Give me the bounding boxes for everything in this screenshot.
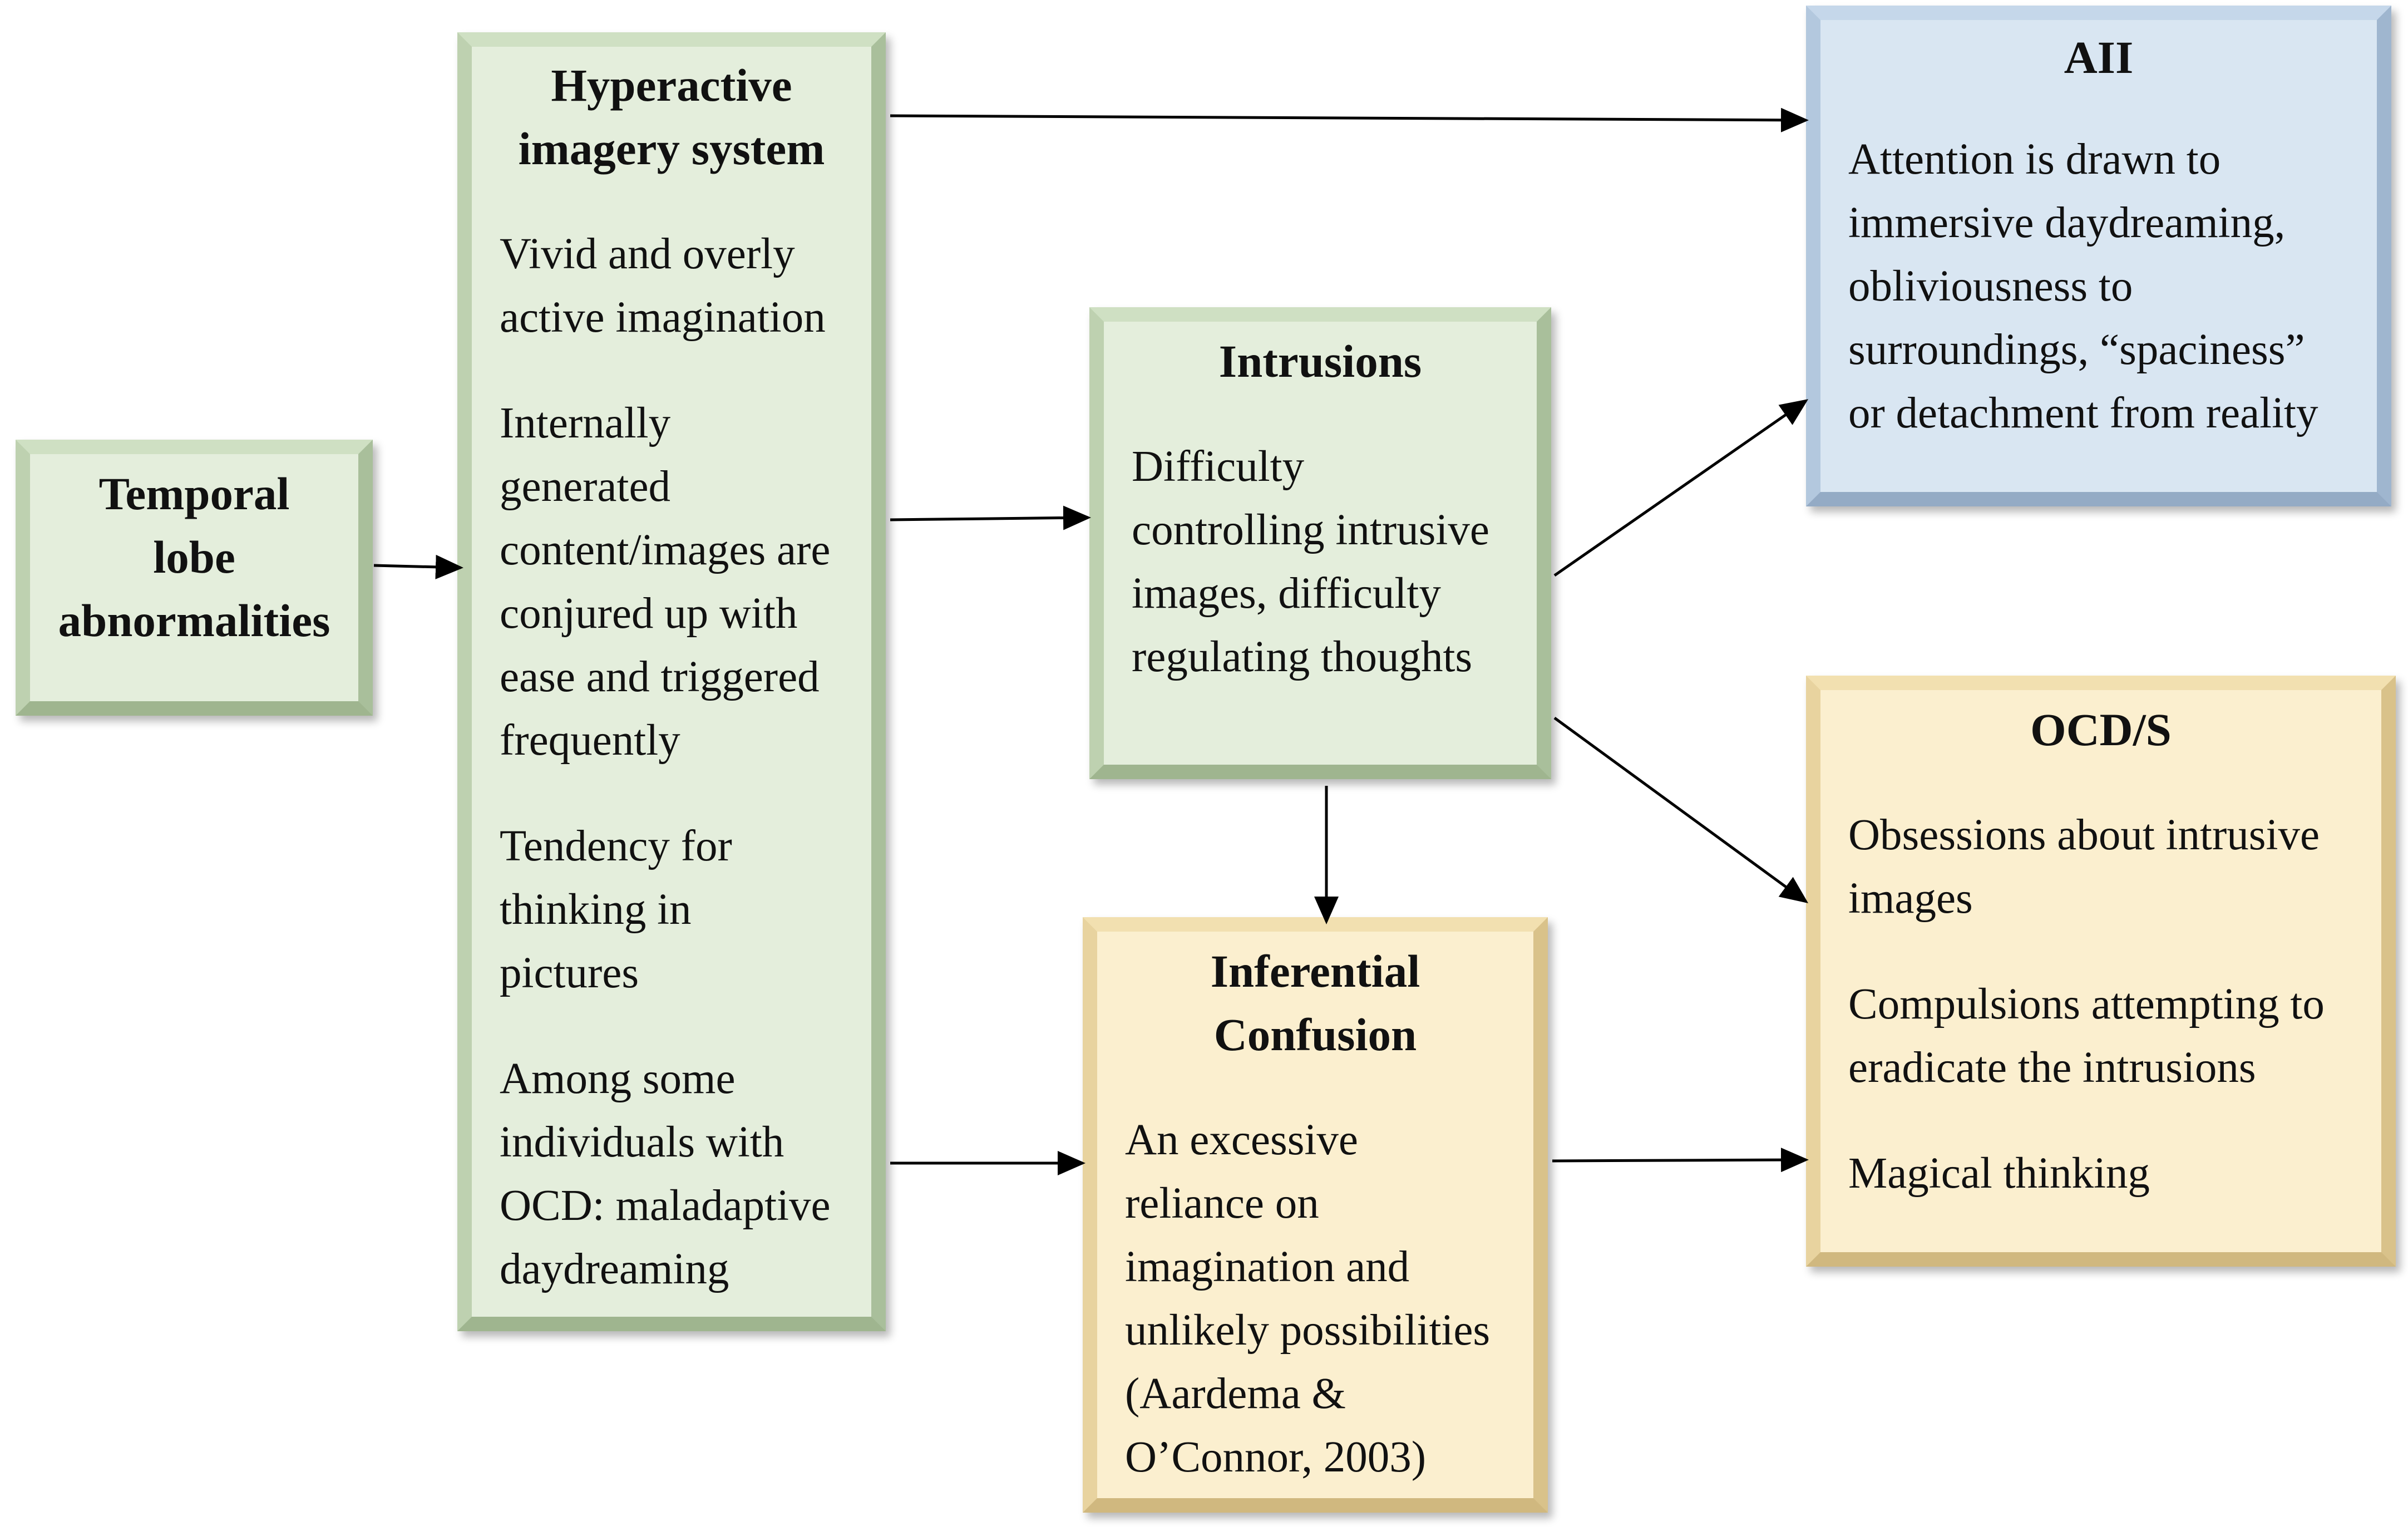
inferential-line-2: reliance on bbox=[1125, 1179, 1319, 1228]
aii-line-1: Attention is drawn to bbox=[1848, 135, 2221, 184]
intrusions-line-4: regulating thoughts bbox=[1132, 633, 1473, 681]
ocds-item-1-line-1: Obsessions about intrusive bbox=[1848, 811, 2320, 859]
arrow-hyperactive-to-aii bbox=[890, 107, 1809, 132]
aii-line-2: immersive daydreaming, bbox=[1848, 199, 2286, 247]
intrusions-description: Difficulty controlling intrusive images,… bbox=[1132, 435, 1537, 689]
intrusions-title: Intrusions bbox=[1218, 336, 1422, 387]
hyperactive-item-4: Among some individuals with OCD: maladap… bbox=[500, 1047, 871, 1301]
hyperactive-item-2-line-4: conjured up with bbox=[500, 589, 798, 638]
hyperactive-item-2-line-5: ease and triggered bbox=[500, 653, 820, 701]
inferential-title-line-1: Inferential bbox=[1210, 946, 1420, 997]
arrow-intrusions-to-ocds bbox=[1553, 716, 1809, 903]
hyperactive-item-2-line-2: generated bbox=[500, 462, 671, 511]
ocds-title: OCD/S bbox=[2030, 704, 2172, 755]
temporal-title-line-2: lobe bbox=[153, 531, 235, 583]
hyperactive-item-4-line-1: Among some bbox=[500, 1055, 736, 1103]
ocds-item-2: Compulsions attempting to eradicate the … bbox=[1848, 973, 2381, 1100]
hyperactive-item-2-line-6: frequently bbox=[500, 716, 680, 765]
arrow-temporal-to-hyperactive bbox=[373, 554, 463, 579]
node-inferential-confusion: Inferential Confusion An excessive relia… bbox=[1083, 917, 1548, 1513]
temporal-title-line-3: abnormalities bbox=[58, 595, 330, 646]
node-temporal-lobe: Temporal lobe abnormalities bbox=[16, 440, 373, 716]
intrusions-line-2: controlling intrusive bbox=[1132, 506, 1489, 554]
node-hyperactive-imagery: Hyperactive imagery system Vivid and ove… bbox=[457, 32, 886, 1331]
hyperactive-title-line-1: Hyperactive bbox=[551, 60, 792, 111]
hyperactive-item-3-line-2: thinking in bbox=[500, 885, 692, 934]
hyperactive-item-4-line-2: individuals with bbox=[500, 1118, 784, 1166]
hyperactive-item-3-line-1: Tendency for bbox=[500, 822, 732, 870]
hyperactive-title-line-2: imagery system bbox=[518, 123, 825, 174]
inferential-title-line-2: Confusion bbox=[1213, 1009, 1417, 1060]
ocds-item-2-line-1: Compulsions attempting to bbox=[1848, 980, 2325, 1028]
ocds-item-3: Magical thinking bbox=[1848, 1142, 2381, 1205]
ocds-item-1: Obsessions about intrusive images bbox=[1848, 804, 2381, 931]
inferential-description: An excessive reliance on imagination and… bbox=[1125, 1109, 1533, 1489]
aii-line-5: or detachment from reality bbox=[1848, 389, 2318, 437]
hyperactive-item-3: Tendency for thinking in pictures bbox=[500, 815, 871, 1005]
hyperactive-item-1-line-1: Vivid and overly bbox=[500, 230, 795, 278]
aii-description: Attention is drawn to immersive daydream… bbox=[1848, 128, 2377, 445]
hyperactive-item-2: Internally generated content/images are … bbox=[500, 392, 871, 772]
aii-title: AII bbox=[2064, 32, 2134, 83]
hyperactive-item-4-line-3: OCD: maladaptive bbox=[500, 1181, 831, 1230]
ocds-item-1-line-2: images bbox=[1848, 874, 1973, 923]
temporal-title-line-1: Temporal bbox=[98, 468, 290, 519]
hyperactive-item-3-line-3: pictures bbox=[500, 949, 639, 997]
intrusions-line-1: Difficulty bbox=[1132, 442, 1305, 491]
hyperactive-item-1-line-2: active imagination bbox=[500, 293, 826, 342]
inferential-line-4: unlikely possibilities bbox=[1125, 1306, 1491, 1355]
hyperactive-item-4-line-4: daydreaming bbox=[500, 1245, 729, 1293]
node-intrusions: Intrusions Difficulty controlling intrus… bbox=[1089, 307, 1551, 779]
aii-line-4: surroundings, “spaciness” bbox=[1848, 326, 2305, 374]
intrusions-line-3: images, difficulty bbox=[1132, 569, 1441, 618]
hyperactive-item-1: Vivid and overly active imagination bbox=[500, 223, 871, 349]
arrow-intrusions-to-aii bbox=[1553, 399, 1809, 577]
hyperactive-item-2-line-1: Internally bbox=[500, 399, 671, 447]
arrow-inferential-to-ocds bbox=[1552, 1148, 1809, 1173]
inferential-line-5: (Aardema & bbox=[1125, 1370, 1346, 1418]
inferential-line-1: An excessive bbox=[1125, 1116, 1358, 1164]
ocds-item-2-line-2: eradicate the intrusions bbox=[1848, 1043, 2256, 1092]
arrow-hyperactive-to-intrusions bbox=[890, 505, 1091, 530]
node-aii: AII Attention is drawn to immersive dayd… bbox=[1806, 6, 2391, 506]
ocds-item-3-line-1: Magical thinking bbox=[1848, 1149, 2150, 1198]
inferential-line-6: O’Connor, 2003) bbox=[1125, 1433, 1427, 1481]
aii-line-3: obliviousness to bbox=[1848, 262, 2133, 311]
inferential-line-3: imagination and bbox=[1125, 1243, 1410, 1291]
hyperactive-item-2-line-3: content/images are bbox=[500, 526, 831, 574]
